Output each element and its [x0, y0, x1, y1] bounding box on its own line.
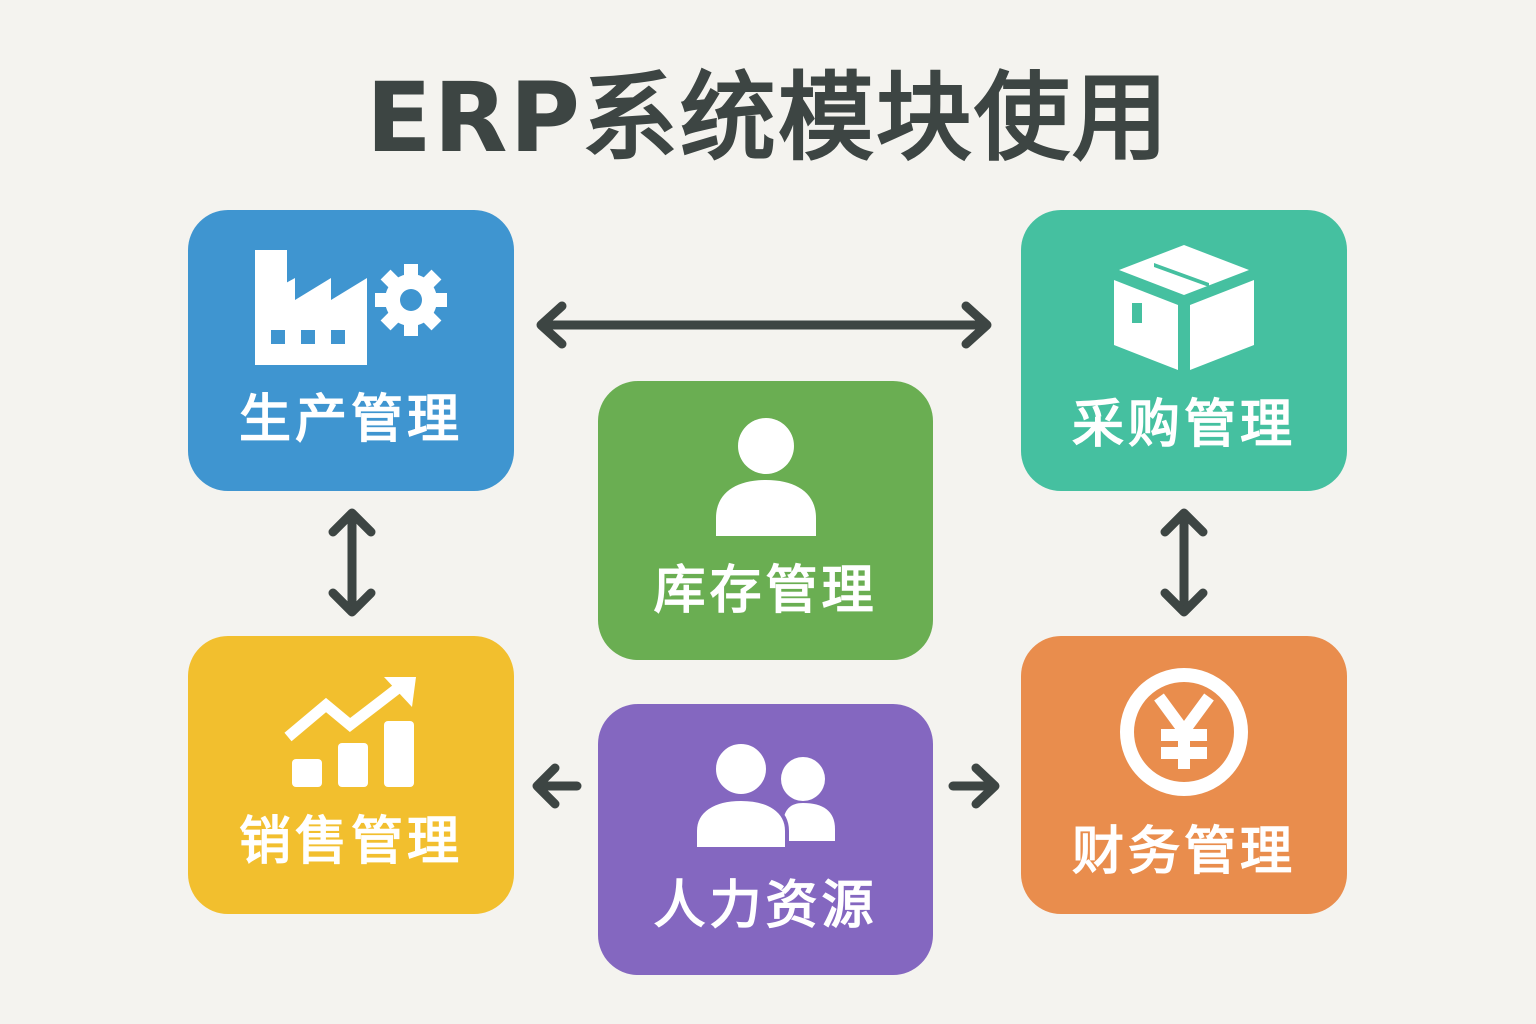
module-label: 财务管理 [1071, 821, 1296, 882]
page-title: ERP系统模块使用 [366, 62, 1170, 174]
module-finance[interactable]: 财务管理 [1021, 636, 1347, 914]
box-icon [1114, 244, 1254, 370]
growth-chart-icon [283, 676, 419, 787]
arrow-hr-finance [948, 763, 1000, 809]
person-icon [715, 418, 816, 536]
factory-gear-icon [251, 249, 451, 365]
module-label: 人力资源 [653, 876, 878, 936]
module-sales[interactable]: 销售管理 [188, 636, 514, 914]
module-inventory[interactable]: 库存管理 [598, 381, 933, 660]
arrow-production-sales [328, 508, 376, 617]
module-purchasing[interactable]: 采购管理 [1021, 210, 1347, 491]
module-label: 库存管理 [653, 561, 878, 621]
module-hr[interactable]: 人力资源 [598, 704, 933, 975]
module-label: 销售管理 [238, 811, 463, 872]
people-icon [693, 741, 838, 851]
arrow-hr-sales [532, 763, 582, 809]
module-label: 生产管理 [238, 389, 463, 450]
arrow-production-purchasing [536, 301, 992, 349]
module-label: 采购管理 [1071, 394, 1296, 455]
yen-icon [1119, 667, 1249, 797]
arrow-purchasing-finance [1160, 508, 1208, 617]
module-production[interactable]: 生产管理 [188, 210, 514, 491]
